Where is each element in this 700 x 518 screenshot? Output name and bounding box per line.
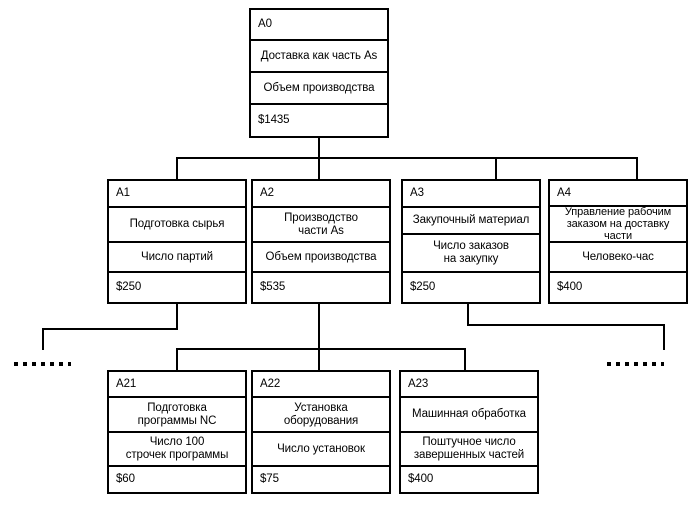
node-a0[interactable]: A0 Доставка как часть As Объем производс… [249,8,389,138]
node-a23-cost: $400 [408,473,434,485]
node-a3-measure-cell: Число заказов на закупку [403,235,539,273]
node-a4-measure-cell: Человеко-час [550,243,686,274]
node-a0-activity-cell: Доставка как часть As [251,41,387,74]
node-a2-code: A2 [260,187,274,200]
node-a22-measure: Число установок [277,442,365,455]
node-a4[interactable]: A4 Управление рабочим заказом на доставк… [548,179,688,304]
node-a3-code: A3 [410,187,424,200]
node-a0-cost-cell: $1435 [251,105,387,136]
connector-a1-stem [176,304,178,330]
node-a3[interactable]: A3 Закупочный материал Число заказов на … [401,179,541,304]
node-a21[interactable]: A21 Подготовка программы NC Число 100 ст… [107,370,247,494]
right-ellipsis-icon [607,362,664,366]
node-a1-cost-cell: $250 [109,273,245,302]
node-a3-cost: $250 [410,281,436,294]
node-a4-activity: Управление рабочим заказом на доставку ч… [564,207,672,243]
node-a23[interactable]: A23 Машинная обработка Поштучное число з… [399,370,539,494]
node-a4-code: A4 [557,186,571,199]
connector-a23-drop [464,348,466,370]
node-a2-code-cell: A2 [253,181,389,209]
node-a21-code: A21 [116,377,137,390]
node-a22-code-cell: A22 [253,372,389,399]
connector-a21-drop [176,348,178,370]
node-a23-code-cell: A23 [401,372,537,399]
node-a3-code-cell: A3 [403,181,539,209]
connector-a2-stem [318,304,320,350]
node-a21-activity: Подготовка программы NC [137,401,217,427]
connector-a22-drop [318,348,320,370]
node-a3-activity: Закупочный материал [412,214,530,227]
node-a21-code-cell: A21 [109,372,245,399]
node-a2-activity: Производство части As [284,211,358,237]
node-a1-code: A1 [116,187,130,200]
node-a21-cost: $60 [116,473,135,485]
node-a21-activity-cell: Подготовка программы NC [109,398,245,433]
node-a1-activity-cell: Подготовка сырья [109,208,245,243]
connector-a3-bus [467,324,665,326]
left-ellipsis-icon [14,362,71,366]
node-a21-measure-cell: Число 100 строчек программы [109,433,245,467]
node-a1-cost: $250 [116,281,142,294]
node-a0-activity: Доставка как часть As [260,49,378,62]
node-a23-measure-cell: Поштучное число завершенных частей [401,433,537,467]
connector-level1-bus [176,157,638,159]
node-a22[interactable]: A22 Установка оборудования Число установ… [251,370,391,494]
connector-a1-left-drop [42,328,44,350]
node-a23-measure: Поштучное число завершенных частей [413,436,525,461]
node-a22-code: A22 [260,377,281,390]
node-a1-code-cell: A1 [109,181,245,209]
node-a2-cost: $535 [260,281,286,294]
node-a3-activity-cell: Закупочный материал [403,208,539,236]
node-a2-measure-cell: Объем производства [253,243,389,274]
connector-a4-drop [636,157,638,179]
node-a22-activity: Установка оборудования [283,401,359,427]
node-a4-cost: $400 [557,281,583,294]
node-a1-measure-cell: Число партий [109,243,245,274]
node-a2-measure: Объем производства [265,250,377,263]
node-a4-code-cell: A4 [550,181,686,208]
node-a4-cost-cell: $400 [550,273,686,302]
connector-a3-stem [467,304,469,326]
node-a2[interactable]: A2 Производство части As Объем производс… [251,179,391,304]
connector-a3-right-drop [663,324,665,350]
connector-a1-drop [176,157,178,179]
node-a1[interactable]: A1 Подготовка сырья Число партий $250 [107,179,247,304]
connector-level2-bus [176,348,466,350]
node-a22-measure-cell: Число установок [253,433,389,467]
node-a23-code: A23 [408,377,429,390]
node-a1-measure: Число партий [141,250,213,263]
node-a0-code: A0 [258,18,272,31]
node-a21-cost-cell: $60 [109,467,245,492]
connector-a3-drop [495,157,497,179]
connector-a0-stem [318,138,320,158]
node-a22-cost: $75 [260,473,279,485]
node-a23-activity-cell: Машинная обработка [401,398,537,433]
node-a4-measure: Человеко-час [582,250,654,263]
node-a1-activity: Подготовка сырья [129,218,225,231]
node-a23-activity: Машинная обработка [412,408,526,421]
node-a4-activity-cell: Управление рабочим заказом на доставку ч… [550,207,686,243]
node-a3-cost-cell: $250 [403,273,539,302]
node-a3-measure: Число заказов на закупку [433,240,509,266]
node-a21-measure: Число 100 строчек программы [125,436,229,461]
node-a0-measure: Объем производства [263,81,375,94]
node-a0-code-cell: A0 [251,10,387,42]
node-a22-activity-cell: Установка оборудования [253,398,389,433]
connector-a2-drop [318,157,320,179]
node-a0-cost: $1435 [258,114,290,127]
node-a2-cost-cell: $535 [253,273,389,302]
node-a0-measure-cell: Объем производства [251,73,387,106]
node-a2-activity-cell: Производство части As [253,208,389,243]
node-a22-cost-cell: $75 [253,467,389,492]
connector-a1-bus [42,328,178,330]
node-a23-cost-cell: $400 [401,467,537,492]
